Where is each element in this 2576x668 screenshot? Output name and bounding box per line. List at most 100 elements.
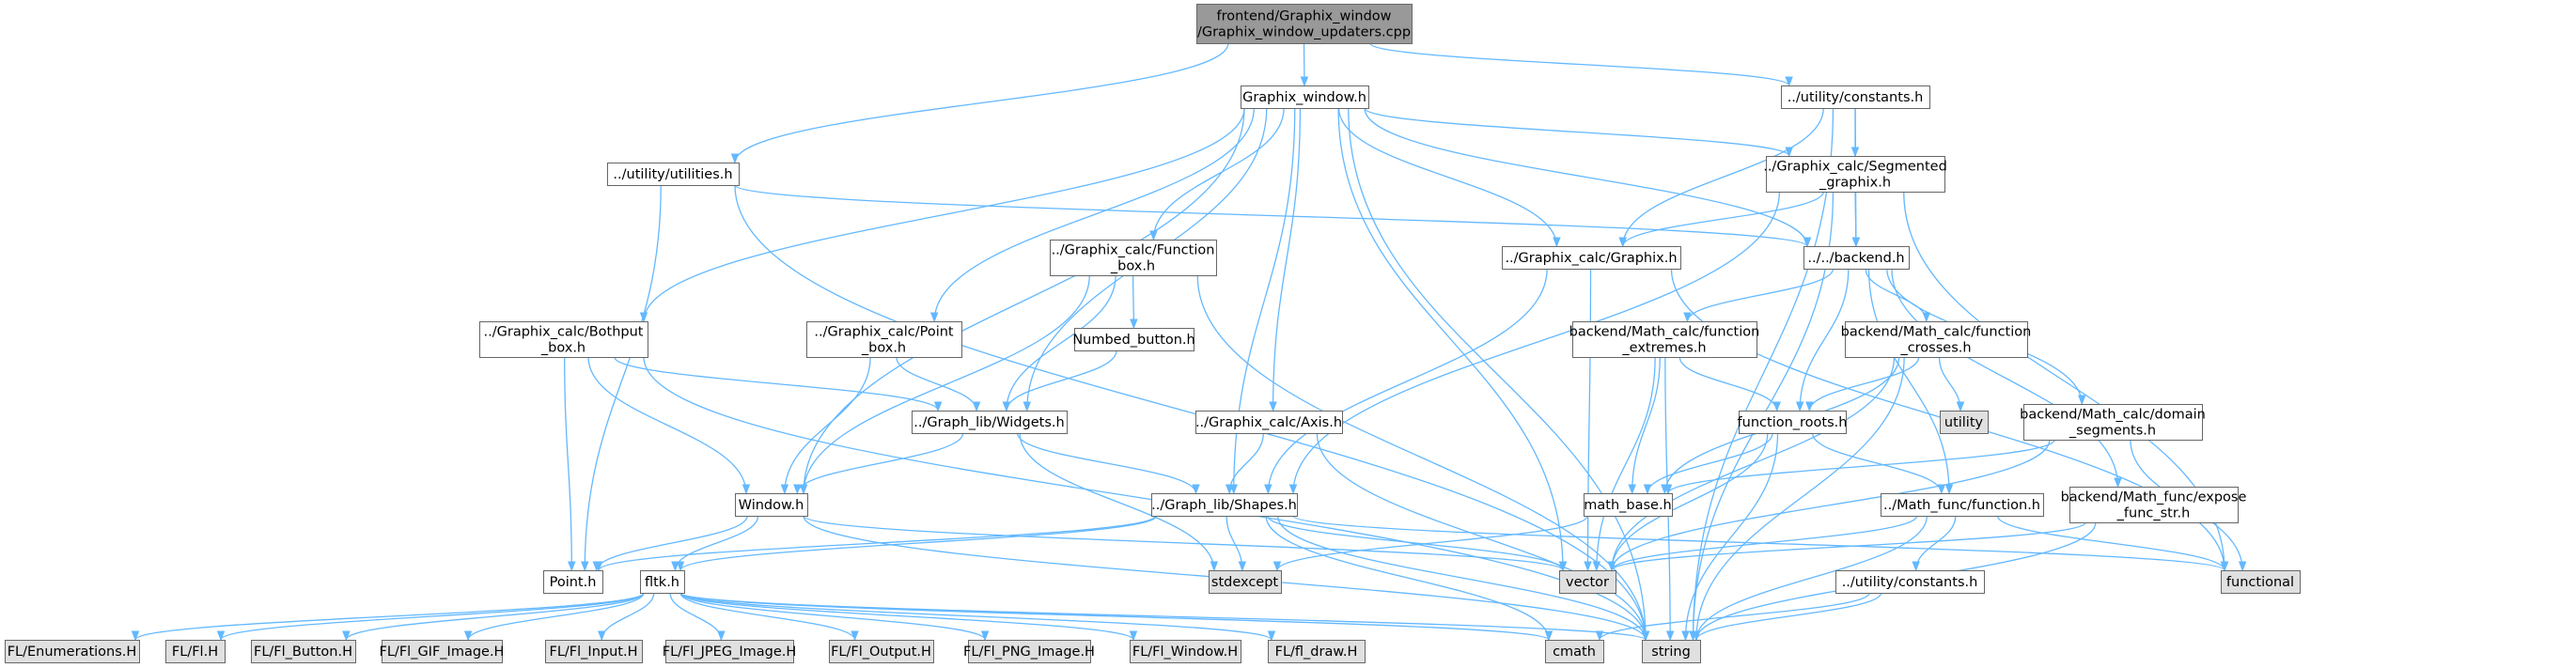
edge-arrowhead	[780, 484, 789, 495]
node-utility-constants-h-2[interactable]: ../utility/constants.h	[1835, 570, 1985, 594]
node-domain-segments-h[interactable]: backend/Math_calc/domain_segments.h	[2020, 404, 2206, 441]
edge-arrowhead	[1210, 561, 1219, 572]
edge-shapes_h-to-vector	[1267, 515, 1568, 572]
edge-arrowhead	[1225, 484, 1234, 495]
edge-line	[1267, 515, 1564, 571]
node-box	[1074, 328, 1194, 351]
node-bothput-box-h[interactable]: ../Graphix_calc/Bothput_box.h	[479, 321, 648, 358]
node-backend-h[interactable]: ../../backend.h	[1803, 246, 1910, 270]
edge-arrowhead	[1269, 401, 1277, 412]
node-box	[2023, 404, 2203, 441]
node-fl-jpeg-image-h: FL/Fl_JPEG_Image.H	[663, 640, 796, 663]
node-axis-h[interactable]: ../Graphix_calc/Axis.h	[1195, 411, 1343, 434]
edge-bothput_box_h-to-point_h	[564, 356, 576, 572]
edge-line	[803, 515, 1564, 571]
node-point-h[interactable]: Point.h	[543, 570, 603, 594]
edge-arrowhead	[742, 484, 751, 495]
node-function-roots-h[interactable]: function_roots.h	[1738, 411, 1848, 434]
node-math-func-function-h[interactable]: ../Math_func/function.h	[1881, 493, 2044, 517]
node-box	[545, 640, 643, 663]
edge-line	[1272, 107, 1302, 412]
edge-line	[1369, 42, 1790, 86]
edge-window_h-to-fltk_h	[671, 515, 759, 572]
node-expose-func-str-h[interactable]: backend/Math_func/expose_func_str.h	[2061, 487, 2247, 523]
edge-backend_h-to-function_roots_h	[1795, 268, 1850, 412]
edge-arrowhead	[1795, 401, 1804, 412]
node-fl-input-h: FL/Fl_Input.H	[545, 640, 643, 663]
edge-arrowhead	[1643, 484, 1652, 495]
edge-numbed_button_h-to-widgets_h	[1002, 350, 1117, 412]
edge-graphix_window_h-to-function_box_h	[1149, 107, 1285, 241]
edge-graphix_h-to-vector	[1584, 268, 1592, 572]
edge-line	[1276, 515, 1647, 641]
node-utility-constants-h[interactable]: ../utility/constants.h	[1781, 85, 1930, 109]
edge-fltk_h-to-fl_gif_image_h	[463, 592, 645, 642]
edge-arrowhead	[1912, 561, 1920, 572]
node-segmented-graphix-h[interactable]: ../Graphix_calc/Segmented_graphix.h	[1763, 156, 1947, 193]
edge-arrowhead	[1628, 484, 1636, 495]
node-label: functional	[2226, 575, 2294, 590]
edge-line	[1867, 268, 1950, 494]
node-label: ../Graphix_calc/Axis.h	[1195, 415, 1342, 430]
edge-arrowhead	[463, 630, 473, 642]
node-label: Point.h	[550, 575, 597, 590]
node-function-box-h[interactable]: ../Graphix_calc/Function_box.h	[1050, 240, 1217, 276]
edge-graphix_window_h-to-string	[1348, 107, 1650, 642]
edge-arrowhead	[1002, 401, 1011, 412]
edge-line	[679, 592, 1134, 641]
edge-utility_utilities_h-to-point_h	[581, 184, 662, 572]
node-label: string	[1651, 645, 1691, 660]
edge-root-to-utility_constants_h	[1369, 42, 1793, 87]
edge-point_box_h-to-window_h	[780, 356, 871, 495]
edge-arrowhead	[1192, 484, 1200, 495]
node-shapes-h[interactable]: ../Graph_lib/Shapes.h	[1151, 493, 1298, 517]
edge-line	[1233, 107, 1296, 494]
node-label: FL/fl_draw.H	[1275, 645, 1358, 660]
node-label: _box.h	[861, 341, 906, 356]
edge-shapes_h-to-point_h	[594, 515, 1156, 572]
edge-graphix_window_h-to-segmented_graphix_h	[1364, 107, 1793, 158]
edge-line	[1016, 432, 1197, 494]
node-box	[1502, 246, 1681, 270]
edge-arrowhead	[1238, 561, 1247, 572]
node-graphix-window-h[interactable]: Graphix_window.h	[1241, 85, 1369, 109]
node-widgets-h[interactable]: ../Graph_lib/Widgets.h	[912, 411, 1068, 434]
edge-backend_h-to-function_extremes_h	[1683, 268, 1834, 323]
node-box	[1940, 411, 1989, 434]
node-math-base-h[interactable]: math_base.h	[1584, 493, 1673, 517]
edge-line	[1364, 107, 1790, 157]
edge-arrowhead	[671, 561, 679, 572]
node-fl-enumerations-h: FL/Enumerations.H	[5, 640, 140, 663]
node-function-extremes-h[interactable]: backend/Math_calc/function_extremes.h	[1569, 321, 1760, 358]
node-fltk-h[interactable]: fltk.h	[640, 570, 685, 594]
node-function-crosses-h[interactable]: backend/Math_calc/function_crosses.h	[1841, 321, 2032, 358]
edge-arrowhead	[2114, 477, 2122, 489]
edge-line	[1631, 356, 1661, 494]
edge-line	[734, 184, 1808, 247]
edge-graphix_window_h-to-backend_h	[1364, 107, 1812, 248]
edge-arrowhead	[972, 401, 981, 412]
edge-arrowhead	[730, 153, 740, 164]
edge-arrowhead	[1267, 630, 1276, 642]
edge-arrowhead	[1544, 630, 1553, 642]
edge-line	[1647, 432, 1773, 494]
node-label: /Graphix_window_updaters.cpp	[1197, 25, 1411, 40]
edge-arrowhead	[1607, 561, 1616, 572]
edge-line	[784, 356, 871, 494]
edge-graphix_window_h-to-vector	[1337, 107, 1568, 572]
node-window-h[interactable]: Window.h	[735, 493, 808, 517]
edge-math_func_function_h-to-functional	[1996, 515, 2229, 572]
node-label: FL/Fl_GIF_Image.H	[380, 645, 505, 660]
edge-function_roots_h-to-math_func_function_h	[1812, 432, 1946, 495]
node-box	[607, 163, 740, 186]
edge-arrowhead	[1956, 401, 1965, 412]
node-graphix-h[interactable]: ../Graphix_calc/Graphix.h	[1502, 246, 1681, 270]
node-label: fltk.h	[645, 575, 679, 590]
node-numbed-button-h[interactable]: Numbed_button.h	[1072, 328, 1195, 351]
node-box	[1545, 640, 1604, 663]
node-label: ../utility/utilities.h	[613, 167, 732, 182]
edge-line	[674, 515, 759, 571]
node-utility-utilities-h[interactable]: ../utility/utilities.h	[607, 163, 740, 186]
node-box	[1739, 411, 1847, 434]
node-point-box-h[interactable]: ../Graphix_calc/Point_box.h	[806, 321, 962, 358]
